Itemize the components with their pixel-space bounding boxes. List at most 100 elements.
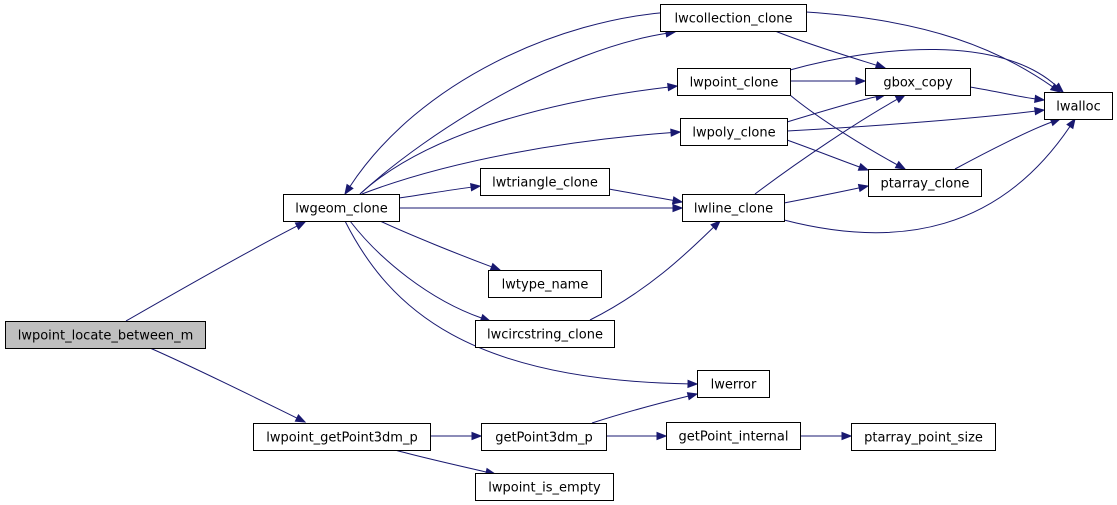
node-lwcollection_clone[interactable]: lwcollection_clone [660, 4, 807, 32]
edge-lwgeom_clone-to-lwtype_name [379, 220, 502, 271]
edge-lwpoint_clone-to-gbox_copy [790, 76, 867, 86]
node-label: lwalloc [1056, 100, 1101, 115]
edge-lwgeom_clone-to-lwerror [344, 220, 699, 389]
edge-line [125, 225, 298, 322]
edge-lwcircstring_clone-to-lwline_clone [589, 220, 721, 321]
node-lwpoly_clone[interactable]: lwpoly_clone [680, 118, 788, 146]
node-box [5, 321, 206, 349]
arrowhead [857, 183, 870, 193]
edge-ptarray_clone-to-lwalloc [954, 118, 1062, 170]
edge-line [344, 220, 689, 385]
edge-line [789, 94, 898, 166]
arrowhead [1034, 106, 1046, 116]
node-box [677, 68, 791, 96]
arrowhead [686, 392, 699, 401]
node-box [475, 473, 614, 501]
edge-line [774, 30, 877, 66]
edge-getPoint3dm_p-to-lwerror [591, 392, 699, 424]
arrowhead [1066, 117, 1076, 130]
node-box [480, 168, 610, 196]
edge-line [608, 188, 674, 201]
node-ptarray_point_size[interactable]: ptarray_point_size [851, 423, 996, 451]
node-gbox_copy[interactable]: gbox_copy [865, 68, 971, 96]
arrowhead [841, 431, 853, 441]
edge-line [789, 48, 1057, 87]
arrowhead [667, 82, 679, 92]
arrowhead [671, 196, 684, 205]
node-label: lwtriangle_clone [492, 176, 598, 191]
node-getPoint3dm_p[interactable]: getPoint3dm_p [481, 423, 607, 451]
edge-line [398, 186, 472, 199]
arrowhead [894, 160, 907, 170]
node-label: ptarray_clone [881, 177, 970, 192]
node-box [488, 270, 602, 298]
node-lwpoint_getPoint3dm_p[interactable]: lwpoint_getPoint3dm_p [253, 423, 431, 451]
edge-line [786, 110, 1036, 132]
node-lwpoint_is_empty[interactable]: lwpoint_is_empty [475, 473, 614, 501]
node-label: lwpoint_getPoint3dm_p [266, 431, 417, 446]
node-label: getPoint3dm_p [495, 431, 593, 446]
node-box [680, 118, 788, 146]
edge-lwpoint_clone-to-ptarray_clone [789, 94, 907, 170]
edge-layer [125, 11, 1076, 477]
edge-lwline_clone-to-lwalloc [783, 117, 1076, 234]
node-getPoint_internal[interactable]: getPoint_internal [666, 422, 801, 450]
edge-lwpoint_locate_between_m-to-lwgeom_clone [125, 221, 307, 322]
edge-lwcollection_clone-to-lwgeom_clone [344, 11, 671, 196]
arrowhead [489, 262, 502, 271]
node-label: lwerror [711, 378, 757, 393]
edge-lwpoint_clone-to-lwalloc [789, 48, 1065, 93]
edge-lwgeom_clone-to-lwpoint_clone [359, 82, 679, 195]
edge-lwcollection_clone-to-gbox_copy [774, 30, 887, 70]
node-lwcircstring_clone[interactable]: lwcircstring_clone [475, 320, 615, 348]
node-label: lwpoint_clone [690, 76, 779, 91]
edge-line [359, 32, 667, 195]
edge-line [591, 395, 689, 424]
node-label: lwcollection_clone [674, 12, 792, 27]
node-lwtriangle_clone[interactable]: lwtriangle_clone [480, 168, 610, 196]
node-label: lwpoint_is_empty [488, 481, 601, 496]
arrowhead [344, 183, 354, 196]
arrowhead [1053, 82, 1065, 93]
node-lwline_clone[interactable]: lwline_clone [682, 194, 785, 222]
node-lwalloc[interactable]: lwalloc [1044, 92, 1113, 120]
node-box [283, 194, 400, 222]
node-box [682, 194, 785, 222]
arrowhead [687, 379, 699, 389]
node-lwtype_name[interactable]: lwtype_name [488, 270, 602, 298]
node-lwerror[interactable]: lwerror [697, 370, 770, 398]
arrowhead [1034, 94, 1046, 104]
edge-lwpoint_locate_between_m-to-lwpoint_getPoint3dm_p [149, 347, 307, 423]
node-lwgeom_clone[interactable]: lwgeom_clone [283, 194, 400, 222]
edge-line [361, 132, 672, 195]
edge-lwline_clone-to-ptarray_clone [783, 183, 870, 204]
arrowhead [670, 128, 682, 137]
edge-line [783, 187, 860, 204]
node-lwpoint_locate_between_m[interactable]: lwpoint_locate_between_m [5, 321, 206, 349]
arrowhead [857, 162, 870, 171]
node-label: lwpoint_locate_between_m [18, 329, 194, 344]
node-ptarray_clone[interactable]: ptarray_clone [868, 169, 982, 197]
node-box [475, 320, 615, 348]
node-box [868, 169, 982, 197]
node-label: lwgeom_clone [295, 202, 388, 217]
node-box [666, 422, 801, 450]
node-lwpoint_clone[interactable]: lwpoint_clone [677, 68, 791, 96]
node-box [660, 4, 807, 32]
edge-line [589, 226, 714, 321]
edge-getPoint3dm_p-to-getPoint_internal [606, 431, 668, 441]
node-label: ptarray_point_size [864, 431, 983, 446]
edge-line [786, 139, 860, 168]
edge-lwgeom_clone-to-lwtriangle_clone [398, 183, 482, 199]
arrowhead [874, 61, 887, 70]
arrowhead [294, 221, 307, 231]
arrowhead [672, 203, 684, 213]
edge-line [754, 98, 898, 195]
edge-lwpoly_clone-to-gbox_copy [786, 92, 887, 123]
edge-lwpoint_getPoint3dm_p-to-lwpoint_is_empty [394, 449, 497, 477]
node-layer: lwpoint_locate_between_mlwgeom_clonelwpo… [5, 4, 1113, 501]
edge-line [394, 449, 487, 473]
edge-line [805, 11, 1053, 88]
arrowhead [471, 431, 483, 441]
